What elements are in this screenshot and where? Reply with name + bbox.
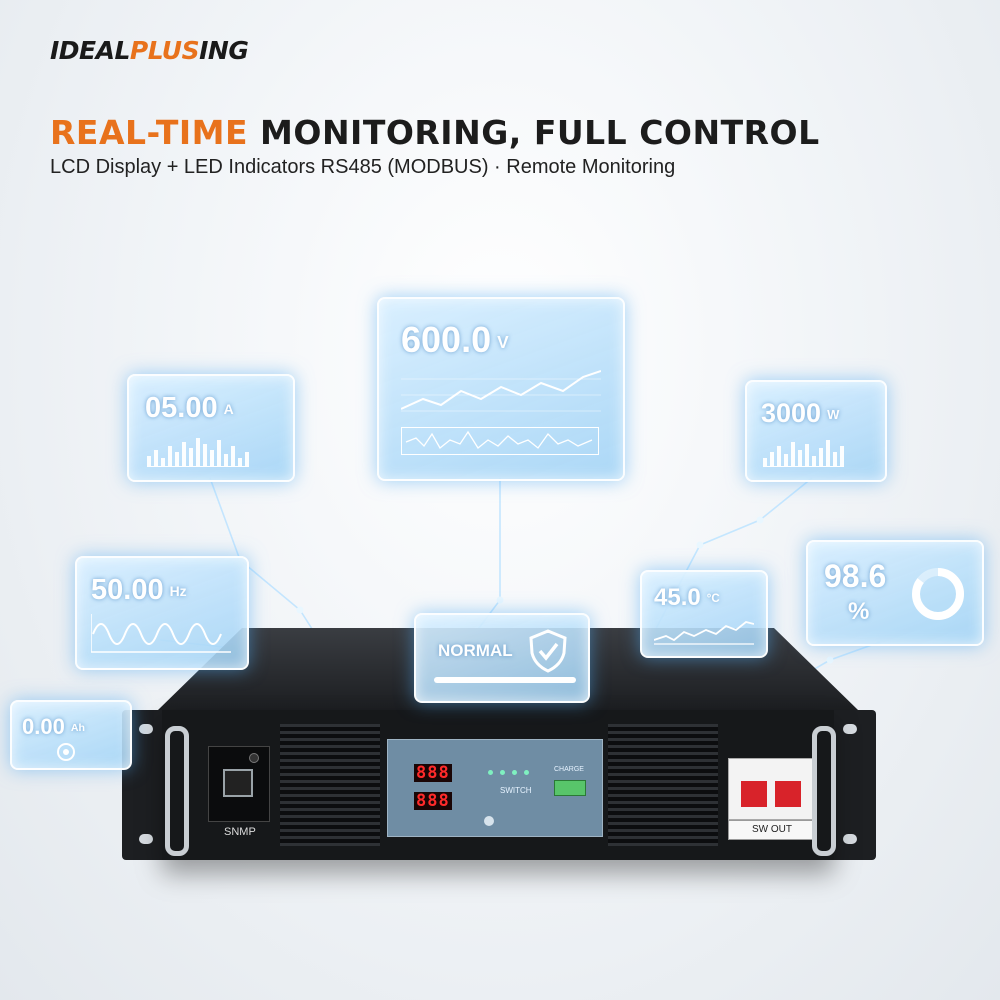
rack-handle-left[interactable] bbox=[165, 726, 189, 856]
control-knob-icon[interactable] bbox=[484, 816, 494, 826]
shield-check-icon bbox=[529, 629, 567, 673]
voltage-number: 600.0 bbox=[401, 319, 492, 360]
snmp-card-slot bbox=[208, 746, 270, 822]
brand-logo-part-ing: ING bbox=[199, 36, 249, 65]
rack-handle-right[interactable] bbox=[812, 726, 836, 856]
current-value: 05.00 A bbox=[145, 392, 234, 425]
capacity-number: 0.00 bbox=[22, 714, 65, 739]
capacity-unit: Ah bbox=[70, 722, 85, 735]
efficiency-number: 98.6 bbox=[824, 558, 887, 594]
current-bar-chart bbox=[147, 434, 249, 467]
power-value: 3000 W bbox=[761, 398, 839, 429]
circuit-breaker bbox=[728, 758, 816, 820]
temperature-value: 45.0 °C bbox=[654, 584, 720, 612]
temperature-trend-chart bbox=[654, 621, 754, 645]
power-number: 3000 bbox=[761, 398, 822, 428]
capacity-card: 0.00 Ah bbox=[10, 700, 132, 770]
efficiency-ring-gauge bbox=[912, 568, 964, 620]
panel-label-charge: CHARGE bbox=[554, 766, 584, 773]
efficiency-unit: % bbox=[848, 598, 870, 625]
power-bar-chart bbox=[763, 436, 844, 467]
frequency-unit: Hz bbox=[169, 583, 187, 600]
efficiency-card: 98.6 % bbox=[806, 540, 984, 646]
screw-icon bbox=[249, 753, 259, 763]
ethernet-port-icon[interactable] bbox=[223, 769, 253, 797]
temperature-card: 45.0 °C bbox=[640, 570, 768, 658]
switch-out-label: SW OUT bbox=[728, 820, 816, 840]
device-front-panel: SNMP 888 888 SWITCH CHARGE SW OUT bbox=[162, 710, 834, 860]
current-number: 05.00 bbox=[145, 392, 218, 424]
breaker-switch[interactable] bbox=[741, 781, 767, 807]
power-card: 3000 W bbox=[745, 380, 887, 482]
mount-hole bbox=[843, 724, 857, 734]
power-unit: W bbox=[827, 407, 840, 423]
brand-logo-part-plus: PLUS bbox=[129, 36, 200, 65]
headline: REAL-TIME MONITORING, FULL CONTROL bbox=[50, 113, 820, 152]
frequency-card: 50.00 Hz bbox=[75, 556, 249, 670]
mount-hole bbox=[843, 834, 857, 844]
vent-grille-left bbox=[280, 724, 380, 846]
snmp-label: SNMP bbox=[224, 826, 256, 838]
display-readout-bottom: 888 bbox=[414, 791, 452, 811]
vent-grille-right bbox=[608, 724, 718, 846]
indicator-led bbox=[488, 770, 493, 775]
control-display-panel: 888 888 SWITCH CHARGE bbox=[387, 739, 603, 837]
rs485-terminal[interactable] bbox=[554, 780, 586, 796]
frequency-number: 50.00 bbox=[91, 574, 164, 606]
mount-hole bbox=[139, 834, 153, 844]
status-label: NORMAL bbox=[438, 641, 513, 660]
indicator-led bbox=[512, 770, 517, 775]
indicator-led bbox=[500, 770, 505, 775]
brand-logo: IDEALPLUSING bbox=[50, 36, 249, 65]
frequency-sine-wave bbox=[91, 614, 231, 653]
current-card: 05.00 A bbox=[127, 374, 295, 482]
panel-label-switch: SWITCH bbox=[500, 786, 532, 795]
status-card: NORMAL bbox=[414, 613, 590, 703]
voltage-trend-chart bbox=[401, 370, 601, 412]
indicator-led bbox=[524, 770, 529, 775]
headline-rest: MONITORING, FULL CONTROL bbox=[260, 113, 820, 152]
headline-highlight: REAL-TIME bbox=[50, 113, 249, 152]
target-icon bbox=[57, 743, 75, 761]
frequency-value: 50.00 Hz bbox=[91, 574, 187, 607]
temperature-unit: °C bbox=[706, 592, 720, 605]
voltage-waveform bbox=[405, 430, 593, 449]
display-readout-top: 888 bbox=[414, 763, 452, 783]
capacity-value: 0.00 Ah bbox=[22, 714, 85, 740]
subheadline: LCD Display + LED Indicators RS485 (MODB… bbox=[50, 156, 676, 178]
voltage-unit: V bbox=[497, 331, 509, 352]
voltage-waveform-box bbox=[401, 427, 599, 455]
brand-logo-part-ideal: IDEAL bbox=[50, 36, 130, 65]
temperature-number: 45.0 bbox=[654, 584, 701, 611]
status-progress-bar bbox=[434, 677, 576, 683]
breaker-switch[interactable] bbox=[775, 781, 801, 807]
mount-hole bbox=[139, 724, 153, 734]
current-unit: A bbox=[223, 401, 234, 418]
